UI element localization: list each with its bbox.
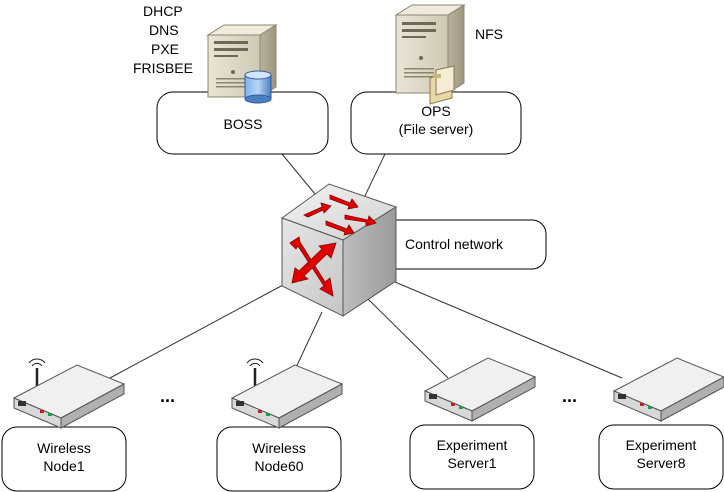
node60-label-line1: Wireless bbox=[252, 440, 306, 456]
switch-icon bbox=[280, 183, 398, 317]
nfs-label: NFS bbox=[475, 26, 503, 42]
file-folder-icon bbox=[429, 65, 455, 105]
node1-box bbox=[1, 426, 127, 492]
link-server1 bbox=[364, 295, 449, 379]
service-label-dhcp: DHCP bbox=[143, 3, 183, 19]
boss-label: BOSS bbox=[223, 116, 263, 132]
node60-label-line2: Node60 bbox=[254, 458, 304, 474]
node1-label-line1: Wireless bbox=[37, 440, 91, 456]
database-icon bbox=[244, 70, 272, 104]
control-network-label: Control network bbox=[405, 236, 504, 252]
link-boss bbox=[281, 153, 321, 201]
link-ops bbox=[362, 153, 386, 201]
ellipsis-servers: ... bbox=[562, 386, 578, 406]
service-label-frisbee: FRISBEE bbox=[133, 60, 193, 76]
server-box-icon bbox=[612, 357, 724, 422]
server8-box bbox=[598, 424, 724, 490]
service-label-dns: DNS bbox=[149, 22, 179, 38]
wireless-router-icon bbox=[12, 358, 126, 429]
connection-lines bbox=[109, 153, 623, 379]
server1-label-line1: Experiment bbox=[436, 437, 508, 453]
server1-label-line2: Server1 bbox=[447, 455, 497, 471]
ops-label: OPS bbox=[421, 103, 451, 119]
server8-label-line2: Server8 bbox=[636, 455, 686, 471]
wireless-router-icon bbox=[230, 358, 344, 429]
server1-box bbox=[409, 424, 535, 490]
link-node1 bbox=[109, 284, 284, 379]
server-box-icon bbox=[423, 357, 537, 422]
node1-label-line2: Node1 bbox=[43, 458, 85, 474]
ops-sublabel: (File server) bbox=[398, 121, 474, 137]
link-server8 bbox=[394, 281, 623, 379]
server8-label-line1: Experiment bbox=[625, 437, 697, 453]
ellipsis-wireless: ... bbox=[160, 386, 176, 406]
service-label-pxe: PXE bbox=[151, 41, 180, 57]
